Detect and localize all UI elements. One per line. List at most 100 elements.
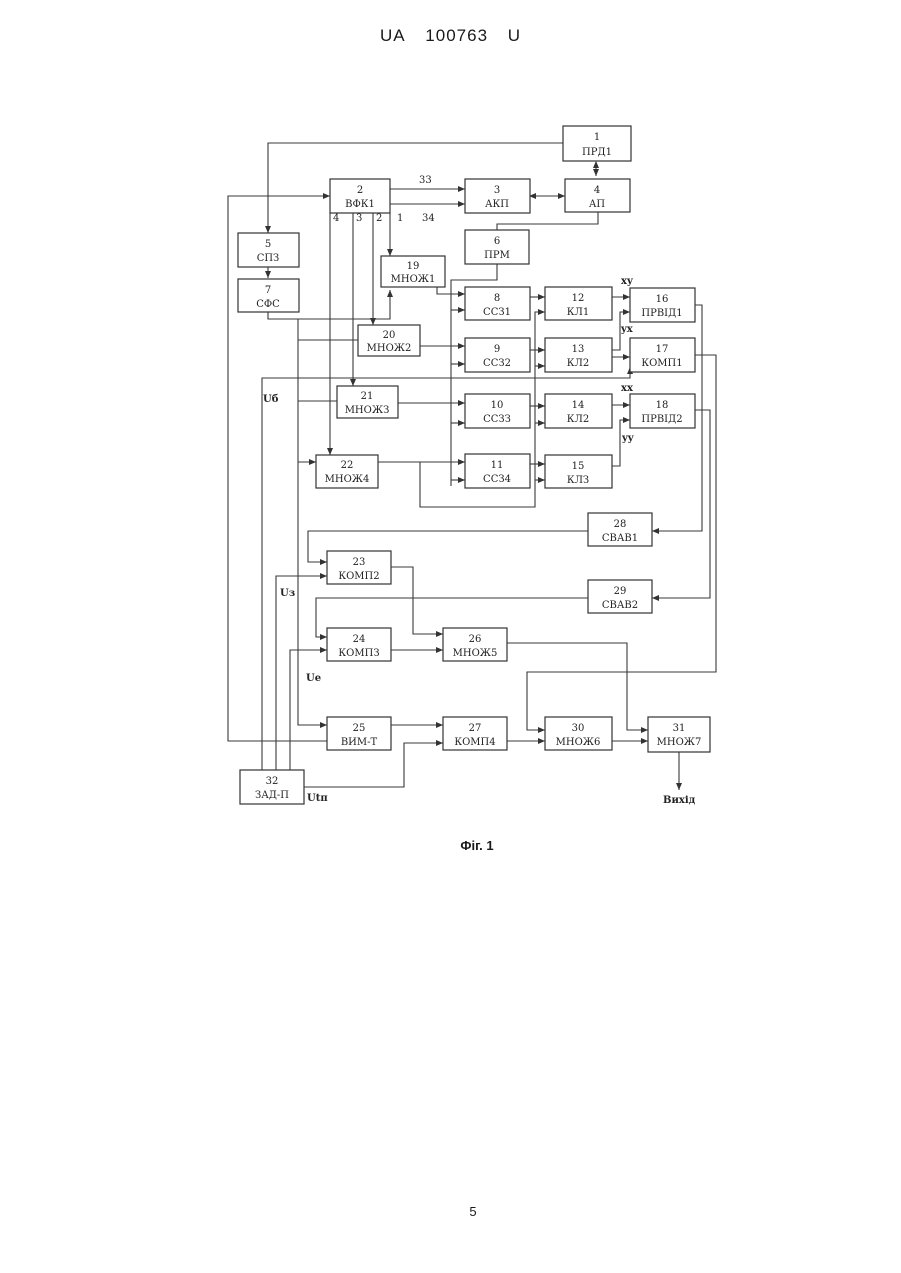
svg-text:27: 27: [469, 723, 482, 734]
svg-text:6: 6: [494, 236, 500, 247]
wire-18-29: [652, 410, 710, 598]
svg-text:30: 30: [572, 723, 585, 734]
svg-text:ВФК1: ВФК1: [345, 199, 375, 210]
block-18: 18ПРВІД2: [630, 394, 695, 428]
block-31: 31МНОЖ7: [648, 717, 710, 752]
label-uz: Uз: [280, 588, 295, 599]
block-27: 27КОМП4: [443, 717, 507, 750]
wire-feedback-2: [228, 196, 330, 741]
svg-text:32: 32: [266, 776, 279, 787]
block-9: 9ССЗ2: [465, 338, 530, 372]
svg-text:МНОЖ1: МНОЖ1: [391, 274, 436, 285]
svg-text:31: 31: [673, 723, 686, 734]
block-6: 6ПРМ: [465, 230, 529, 264]
svg-text:МНОЖ2: МНОЖ2: [367, 343, 412, 354]
block-8: 8ССЗ1: [465, 287, 530, 320]
svg-text:ССЗ2: ССЗ2: [483, 358, 511, 369]
svg-text:МНОЖ6: МНОЖ6: [556, 737, 601, 748]
svg-text:13: 13: [572, 344, 585, 355]
label-xx: xx: [621, 383, 634, 394]
block-15: 15КЛЗ: [545, 455, 612, 488]
label-out-2: 2: [376, 213, 382, 224]
svg-text:МНОЖ7: МНОЖ7: [657, 737, 702, 748]
block-12: 12КЛ1: [545, 287, 612, 320]
svg-text:МНОЖ4: МНОЖ4: [325, 474, 370, 485]
svg-text:29: 29: [614, 586, 627, 597]
svg-text:3: 3: [494, 185, 500, 196]
svg-text:28: 28: [614, 519, 627, 530]
svg-text:ЗАД-П: ЗАД-П: [255, 790, 289, 801]
svg-text:АП: АП: [589, 199, 606, 210]
svg-text:ПРМ: ПРМ: [484, 250, 510, 261]
svg-text:11: 11: [491, 460, 504, 471]
wire-23-26: [391, 567, 443, 634]
label-yy: yy: [621, 433, 635, 444]
label-out-1: 1: [397, 213, 403, 224]
block-11: 11ССЗ4: [465, 454, 530, 488]
svg-text:КОМПЗ: КОМПЗ: [338, 648, 379, 659]
block-28: 28СВАВ1: [588, 513, 652, 546]
svg-text:КЛ2: КЛ2: [567, 414, 589, 425]
svg-text:19: 19: [407, 261, 420, 272]
block-22: 22МНОЖ4: [316, 455, 378, 488]
svg-text:8: 8: [494, 293, 500, 304]
svg-text:КЛЗ: КЛЗ: [567, 475, 589, 486]
svg-text:СПЗ: СПЗ: [257, 253, 280, 264]
svg-text:ССЗ4: ССЗ4: [483, 474, 511, 485]
block-25: 25ВИМ-Т: [327, 717, 391, 750]
label-yx: yx: [620, 324, 634, 335]
svg-text:17: 17: [656, 344, 669, 355]
block-14: 14КЛ2: [545, 394, 612, 428]
svg-text:КОМП4: КОМП4: [454, 737, 495, 748]
svg-text:22: 22: [341, 460, 354, 471]
block-4: 4АП: [565, 179, 630, 212]
page-number: 5: [0, 1204, 901, 1219]
block-32: 32ЗАД-П: [240, 770, 304, 804]
block-5: 5СПЗ: [238, 233, 299, 267]
label-utp: Utп: [307, 793, 328, 804]
svg-text:АКП: АКП: [485, 199, 509, 210]
label-output: Вихід: [663, 795, 696, 806]
svg-text:КОМП1: КОМП1: [641, 358, 682, 369]
svg-text:СВАВ1: СВАВ1: [602, 533, 638, 544]
svg-text:ПРВІД2: ПРВІД2: [641, 414, 682, 425]
svg-text:16: 16: [656, 294, 669, 305]
block-10: 10ССЗЗ: [465, 394, 530, 428]
svg-text:5: 5: [265, 239, 271, 250]
svg-text:КЛ2: КЛ2: [567, 358, 589, 369]
block-13: 13КЛ2: [545, 338, 612, 372]
svg-text:СВАВ2: СВАВ2: [602, 600, 638, 611]
label-out-3: 3: [356, 213, 362, 224]
svg-text:18: 18: [656, 400, 669, 411]
label-xy: xy: [621, 276, 634, 287]
wire-ue-24: [290, 650, 327, 770]
label-ue: Ue: [306, 673, 321, 684]
svg-text:7: 7: [265, 285, 271, 296]
svg-text:ССЗЗ: ССЗЗ: [483, 414, 511, 425]
block-23: 23КОМП2: [327, 551, 391, 584]
figure-caption: Фіг. 1: [0, 838, 901, 853]
svg-text:14: 14: [572, 400, 585, 411]
svg-text:СФС: СФС: [256, 299, 280, 310]
svg-text:ВИМ-Т: ВИМ-Т: [341, 737, 378, 748]
svg-text:МНОЖЗ: МНОЖЗ: [345, 405, 390, 416]
svg-text:12: 12: [572, 293, 585, 304]
svg-text:10: 10: [491, 400, 504, 411]
svg-text:24: 24: [353, 634, 366, 645]
svg-text:КЛ1: КЛ1: [567, 307, 589, 318]
svg-text:1: 1: [594, 132, 600, 143]
svg-text:21: 21: [361, 391, 374, 402]
svg-text:ПРД1: ПРД1: [582, 147, 612, 158]
block-30: 30МНОЖ6: [545, 717, 612, 750]
wire-bus-25: [298, 462, 327, 725]
svg-text:КОМП2: КОМП2: [338, 571, 379, 582]
wire-4-6: [497, 212, 598, 230]
svg-text:4: 4: [594, 185, 600, 196]
block-21: 21МНОЖЗ: [337, 386, 398, 418]
block-7: 7СФС: [238, 279, 299, 312]
svg-text:2: 2: [357, 185, 363, 196]
block-2: 2ВФК1: [330, 179, 390, 213]
svg-text:9: 9: [494, 344, 500, 355]
svg-text:23: 23: [353, 557, 366, 568]
